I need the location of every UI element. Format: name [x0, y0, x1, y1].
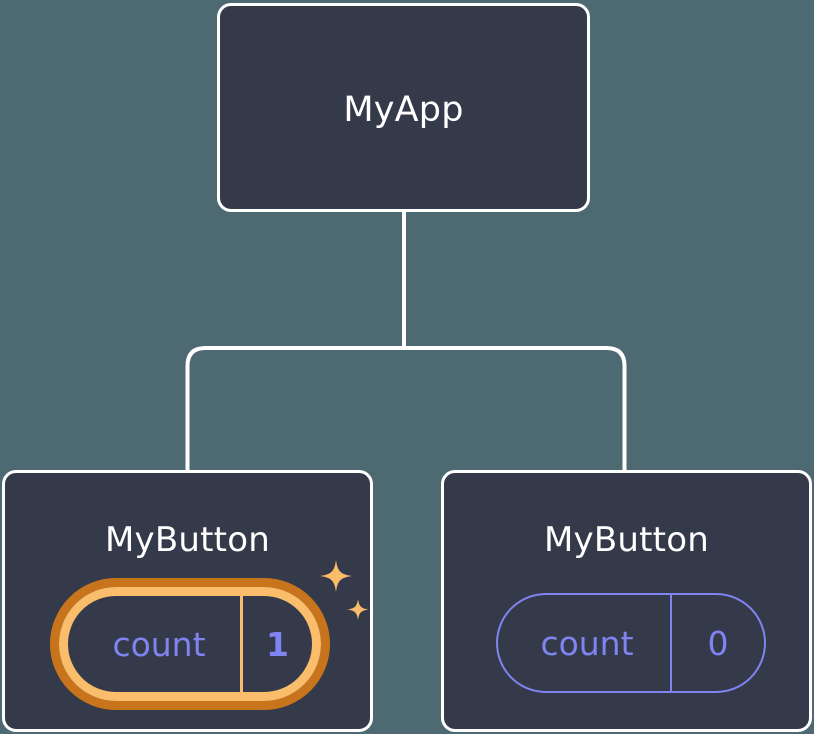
node-mybutton-left[interactable]: MyButton count 1	[2, 470, 373, 732]
state-key-label: count	[112, 624, 206, 664]
node-myapp-title: MyApp	[343, 90, 464, 130]
state-pill-count-right[interactable]: count 0	[496, 593, 766, 693]
node-mybutton-right[interactable]: MyButton count 0	[441, 470, 812, 732]
state-pill-inner-ring: count 1	[59, 587, 321, 701]
node-mybutton-left-title: MyButton	[105, 520, 270, 560]
node-myapp[interactable]: MyApp	[217, 3, 590, 212]
node-mybutton-right-title: MyButton	[544, 520, 709, 560]
state-value-label: 0	[707, 623, 729, 663]
state-value-label: 1	[266, 624, 289, 664]
state-pill-count-left[interactable]: count 1	[50, 578, 330, 710]
state-pill-divider	[670, 595, 672, 691]
state-pill-divider	[240, 596, 243, 692]
edge-split-bar	[185, 346, 627, 470]
state-key-label: count	[540, 623, 634, 663]
